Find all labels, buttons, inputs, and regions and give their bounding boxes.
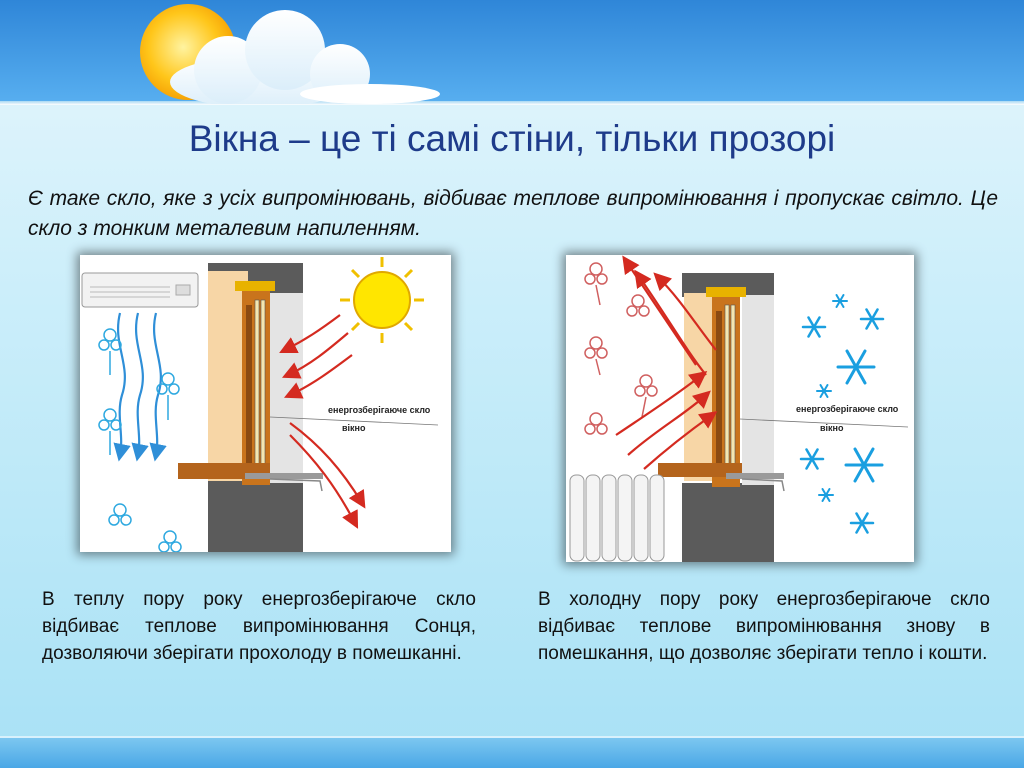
flower-icon [584,262,658,435]
window-frame [178,281,323,492]
winter-caption: В холодну пору року енергозберігаюче скл… [538,589,990,664]
glass-label: енергозберігаюче скло [328,405,431,415]
glass-label: енергозберігаюче скло [796,404,899,414]
footer-divider [0,736,1024,739]
flower-icon [98,328,182,552]
header-divider [0,101,1024,105]
summer-caption: В теплу пору року енергозберігаюче скло … [42,589,476,664]
sun-icon [340,257,424,343]
snowflake-icon [799,294,885,534]
winter-illustration: енергозберігаюче скло вікно [566,255,914,562]
cloud-icon [170,10,440,104]
window-label: вікно [342,423,366,433]
summer-illustration: енергозберігаюче скло вікно [80,255,451,552]
slide-title: Вікна – це ті самі стіни, тільки прозорі [188,118,836,159]
heat-arrows [279,314,366,529]
radiator-icon [569,474,665,562]
wall-bottom [208,480,303,552]
window-frame [658,287,785,492]
cool-air-arrows [113,312,167,462]
heat-arrows [615,255,718,470]
air-conditioner-icon [81,272,199,308]
window-label: вікно [820,423,844,433]
intro-paragraph: Є таке скло, яке з усіх випромінювань, в… [28,187,998,240]
footer-band [0,738,1024,768]
sun-cloud-decoration [140,4,440,104]
